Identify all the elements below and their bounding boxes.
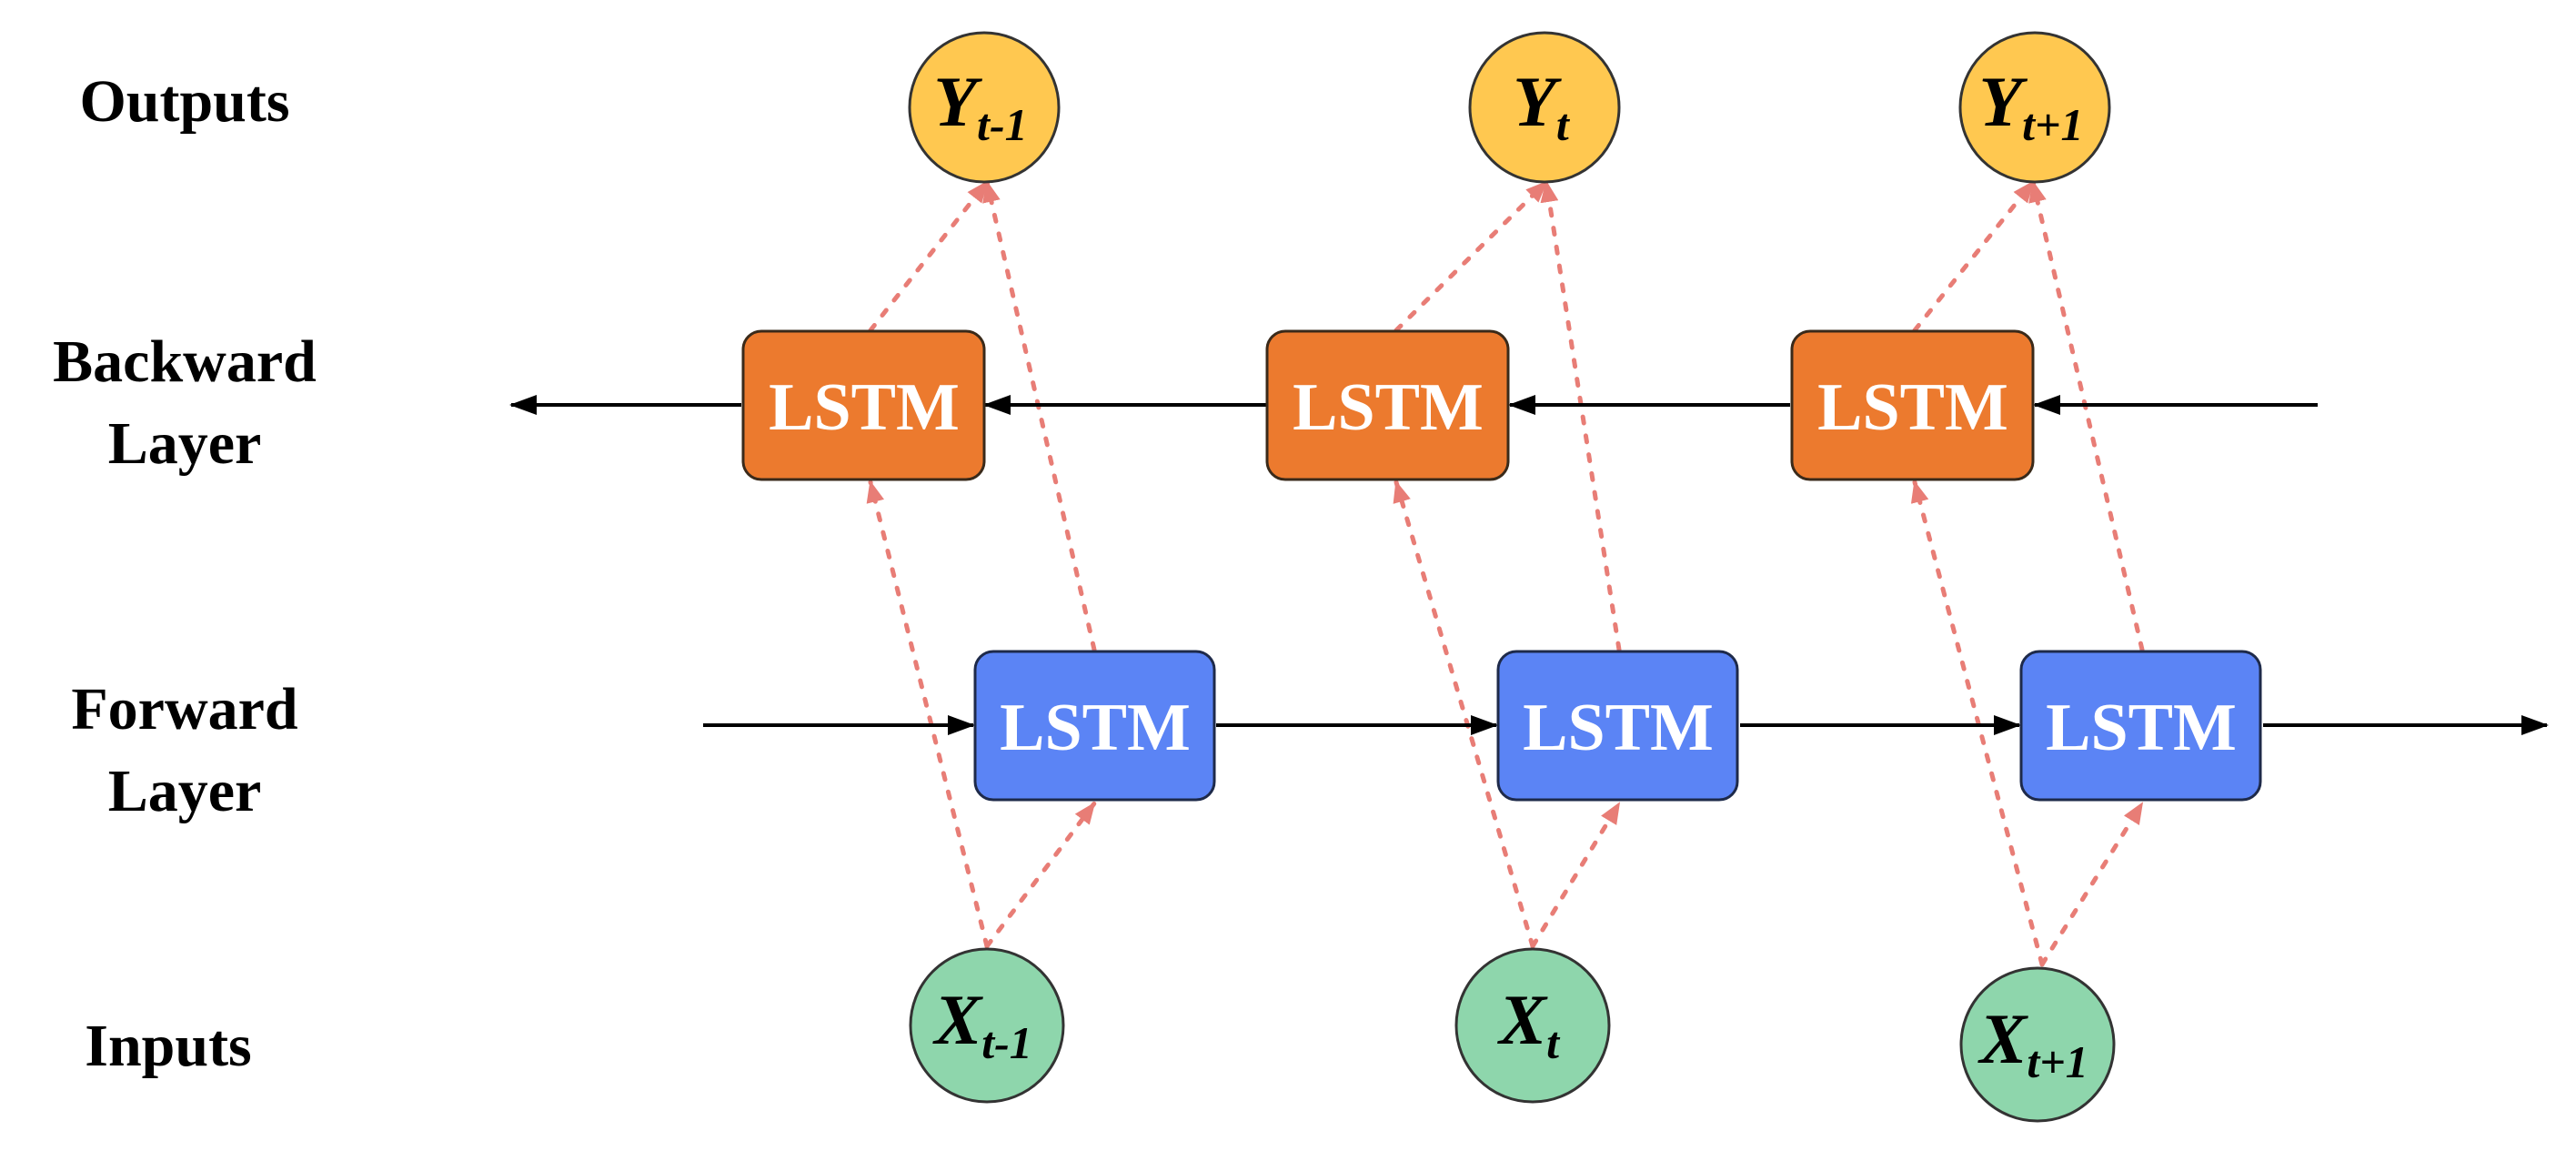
input-node-label-1: Xt-1	[932, 980, 1032, 1068]
inputs-label: Inputs	[85, 1013, 251, 1079]
backward-to-output-arrow-3	[1912, 179, 2036, 333]
backward-lstm-box-2	[1265, 329, 1510, 481]
backward-lstm-label-3: LSTM	[1817, 370, 2008, 445]
input-to-backward-arrow-1	[866, 480, 990, 949]
backward-lstm-label-1: LSTM	[769, 370, 960, 445]
input-node-label-2: Xt	[1497, 980, 1561, 1068]
output-nodes: Yt-1 Yt Yt+1	[908, 31, 2111, 184]
output-node-3: Yt+1	[1958, 31, 2111, 184]
forward-layer-label-line2: Layer	[108, 758, 262, 824]
forward-lstm-2: LSTM	[1496, 650, 1739, 802]
forward-lstm-label-3: LSTM	[2046, 691, 2237, 765]
output-circle-2	[1468, 31, 1621, 184]
forward-lstm-1: LSTM	[973, 650, 1216, 802]
forward-lstm-label-2: LSTM	[1523, 691, 1714, 765]
input-node-label-3: Xt+1	[1977, 999, 2088, 1087]
backward-layer-label-line2: Layer	[108, 410, 262, 477]
forward-to-output-arrow-2	[1540, 179, 1622, 652]
dotted-connections	[866, 179, 2145, 967]
output-node-label-2: Yt	[1513, 62, 1571, 150]
input-to-backward-arrow-2	[1393, 480, 1535, 949]
backward-lstm-box-1	[741, 329, 986, 481]
output-node-label-3: Yt+1	[1978, 62, 2083, 150]
forward-lstm-box-2	[1496, 650, 1739, 802]
backward-lstm-label-2: LSTM	[1293, 370, 1484, 445]
backward-to-output-arrow-1	[868, 179, 990, 333]
input-circle-3	[1959, 966, 2116, 1123]
output-node-label-1: Yt-1	[933, 62, 1027, 150]
input-circle-1	[909, 947, 1065, 1104]
output-circle-3	[1958, 31, 2111, 184]
input-to-forward-arrow-2	[1530, 801, 1622, 949]
output-circle-1	[908, 31, 1061, 184]
backward-to-output-arrow-2	[1394, 179, 1549, 333]
backward-lstm-3: LSTM	[1790, 329, 2035, 481]
backward-lstm-2: LSTM	[1265, 329, 1510, 481]
input-node-2: Xt	[1454, 947, 1611, 1104]
forward-layer-label-line1: Forward	[71, 676, 297, 742]
input-node-3: Xt+1	[1959, 966, 2116, 1123]
forward-to-output-arrow-1	[982, 179, 1097, 652]
input-circle-2	[1454, 947, 1611, 1104]
input-node-1: Xt-1	[909, 947, 1065, 1104]
input-nodes: Xt-1 Xt Xt+1	[909, 947, 2116, 1123]
input-to-forward-arrow-1	[984, 801, 1097, 949]
forward-to-output-arrow-3	[2028, 179, 2145, 652]
backward-layer-label-line1: Backward	[53, 328, 317, 395]
forward-lstm-box-3	[2019, 650, 2262, 802]
output-node-2: Yt	[1468, 31, 1621, 184]
row-labels: Outputs Backward Layer Forward Layer Inp…	[53, 68, 317, 1079]
forward-lstm-3: LSTM	[2019, 650, 2262, 802]
forward-layer: LSTM LSTM LSTM	[973, 650, 2262, 802]
input-to-forward-arrow-3	[2039, 801, 2145, 967]
outputs-label: Outputs	[79, 68, 289, 135]
backward-layer: LSTM LSTM LSTM	[741, 329, 2035, 481]
backward-lstm-box-3	[1790, 329, 2035, 481]
output-node-1: Yt-1	[908, 31, 1061, 184]
backward-lstm-1: LSTM	[741, 329, 986, 481]
forward-lstm-box-1	[973, 650, 1216, 802]
forward-lstm-label-1: LSTM	[1000, 691, 1191, 765]
